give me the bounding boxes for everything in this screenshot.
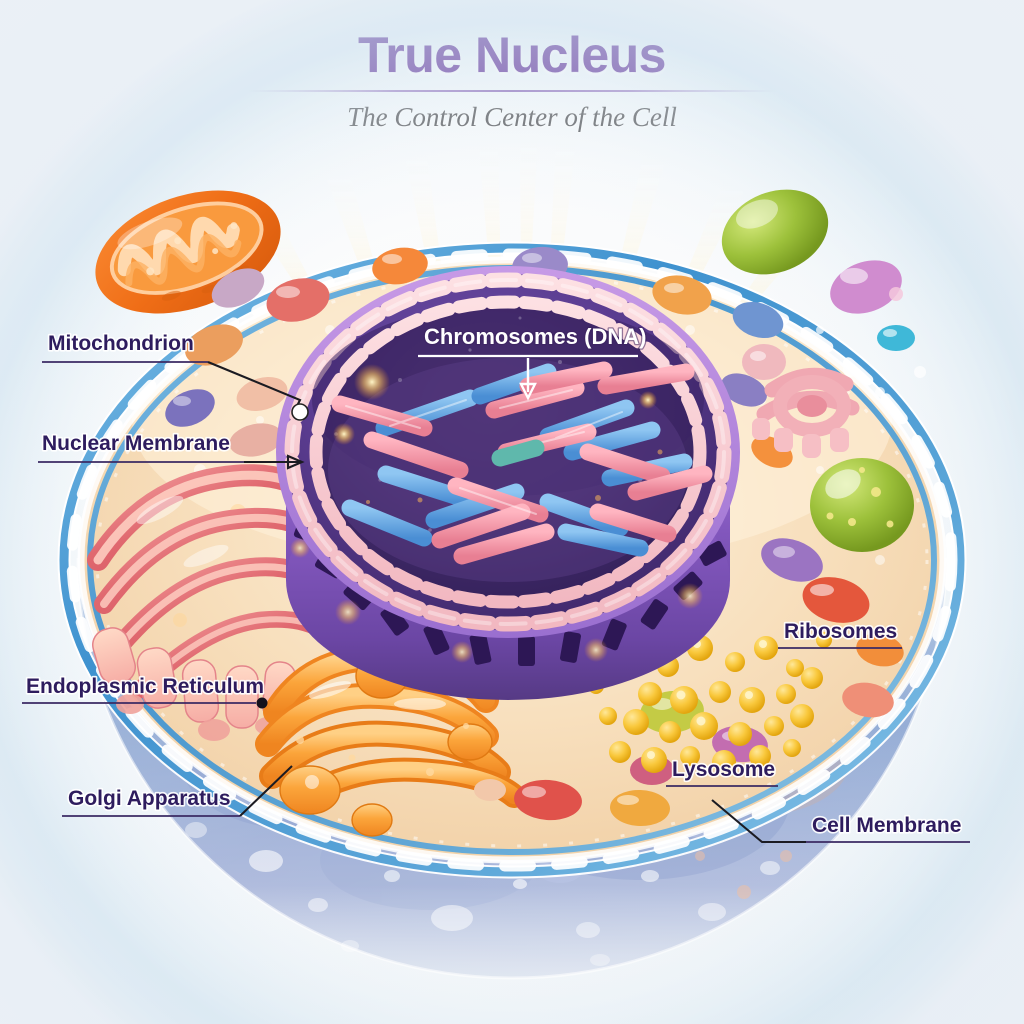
leader-lines [22, 354, 970, 844]
labels-layer: Mitochondrion Nuclear Membrane Chromosom… [24, 323, 963, 839]
cytoplasm-vesicles [165, 246, 904, 827]
chromosomes[interactable] [331, 361, 713, 565]
label-nuclear-membrane[interactable]: Nuclear Membrane [40, 430, 231, 456]
label-cell-membrane[interactable]: Cell Membrane [810, 812, 963, 838]
nucleus[interactable] [276, 266, 740, 700]
mitochondrion-leader-dot [291, 403, 309, 421]
label-chromosomes-dna[interactable]: Chromosomes (DNA) [423, 323, 648, 351]
nuclear-membrane[interactable] [284, 272, 732, 632]
label-endoplasmic-reticulum[interactable]: Endoplasmic Reticulum [24, 673, 265, 699]
er-leader-dot [256, 697, 268, 709]
pink-golgi-body [742, 344, 860, 458]
label-ribosomes[interactable]: Ribosomes [782, 618, 898, 644]
label-golgi-apparatus[interactable]: Golgi Apparatus [66, 785, 232, 811]
ribosomes[interactable] [588, 632, 832, 774]
label-lysosome[interactable]: Lysosome [670, 756, 776, 782]
label-mitochondrion[interactable]: Mitochondrion [46, 330, 195, 356]
lysosome[interactable] [810, 458, 914, 552]
extracellular-vesicles [721, 189, 926, 397]
